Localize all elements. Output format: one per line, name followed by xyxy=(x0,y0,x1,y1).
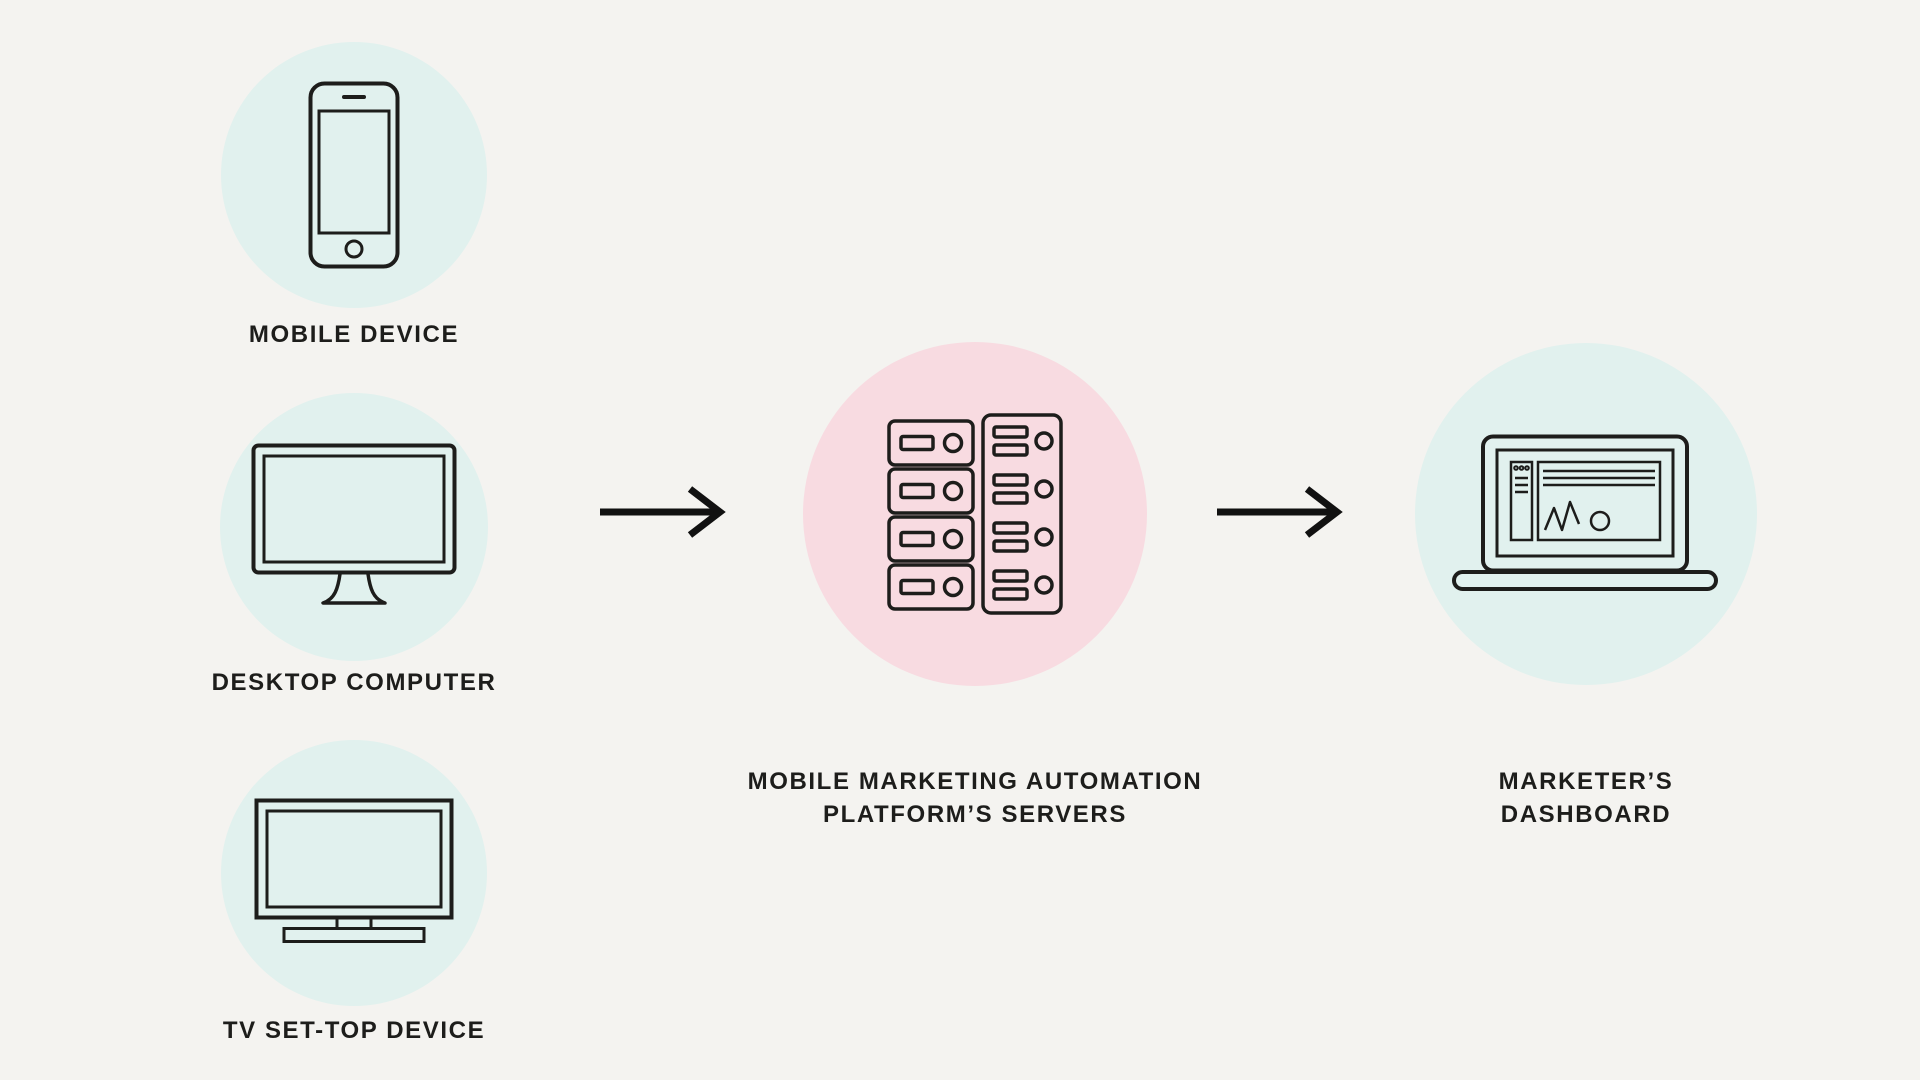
laptop-dashboard-icon xyxy=(1452,434,1718,591)
arrow-devices-to-platform xyxy=(598,482,738,542)
platform-servers-node xyxy=(803,342,1147,686)
smartphone-icon xyxy=(308,81,400,269)
desktop-computer-node xyxy=(220,393,488,661)
platform-servers-label: MOBILE MARKETING AUTOMATION PLATFORM’S S… xyxy=(747,768,1203,828)
marketer-dashboard-node xyxy=(1415,343,1757,685)
right-arrow-icon xyxy=(600,486,726,538)
tv-set-top-node xyxy=(221,740,487,1006)
server-racks-icon xyxy=(887,413,1063,615)
mobile-device-label: MOBILE DEVICE xyxy=(248,321,460,348)
tv-set-top-label: TV SET-TOP DEVICE xyxy=(222,1017,486,1044)
marketer-dashboard-label: MARKETER’S DASHBOARD xyxy=(1498,768,1674,828)
tv-set-top-icon xyxy=(254,798,454,943)
mobile-device-node xyxy=(221,42,487,308)
desktop-computer-label: DESKTOP COMPUTER xyxy=(211,669,497,696)
desktop-monitor-icon xyxy=(251,443,457,605)
right-arrow-icon xyxy=(1217,486,1343,538)
arrow-platform-to-dashboard xyxy=(1215,482,1355,542)
